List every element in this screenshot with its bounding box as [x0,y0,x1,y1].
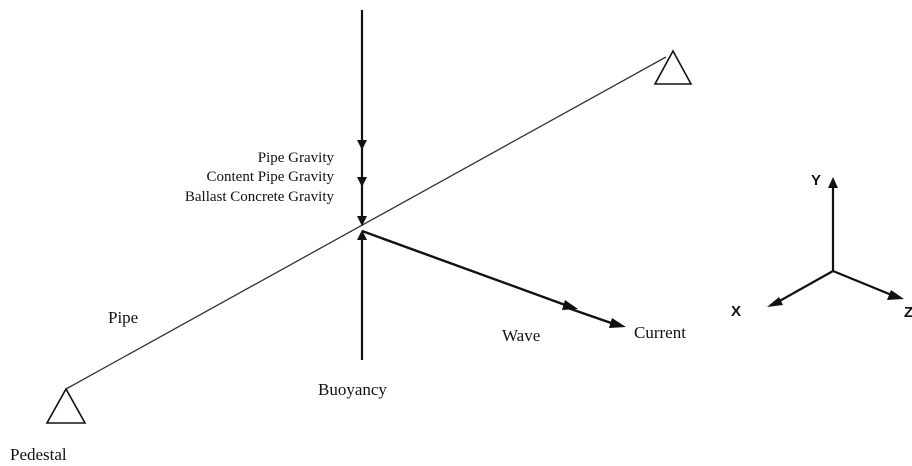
current-arrowhead [609,318,626,328]
pedestal-support-right [653,49,693,85]
wave-arrow [361,229,569,308]
buoyancy-arrowhead [357,230,367,240]
y-axis-label: Y [811,172,821,189]
pipe-gravity-arrowhead [357,140,367,150]
x-axis-arrowhead [767,297,783,307]
wave-label: Wave [502,326,540,345]
buoyancy-label: Buoyancy [318,380,387,399]
content-pipe-gravity-arrowhead [357,177,367,187]
z-axis [832,269,895,298]
wave-arrowhead [562,300,578,310]
ballast-concrete-gravity-arrowhead [357,216,367,226]
ballast-concrete-gravity-label: Ballast Concrete Gravity [185,189,335,205]
pedestal-label: Pedestal [10,445,67,464]
pipe-gravity-label: Pipe Gravity [258,150,335,166]
current-arrow [567,306,615,326]
pipe-line [65,56,667,390]
content-pipe-gravity-label: Content Pipe Gravity [207,169,335,185]
x-axis [775,270,834,304]
y-axis-arrowhead [828,177,838,188]
pipe-label: Pipe [108,308,138,327]
z-axis-arrowhead [887,290,904,300]
z-axis-label: Z [904,304,912,321]
current-label: Current [634,323,686,342]
x-axis-label: X [731,303,741,320]
pedestal-support-left [45,387,87,424]
